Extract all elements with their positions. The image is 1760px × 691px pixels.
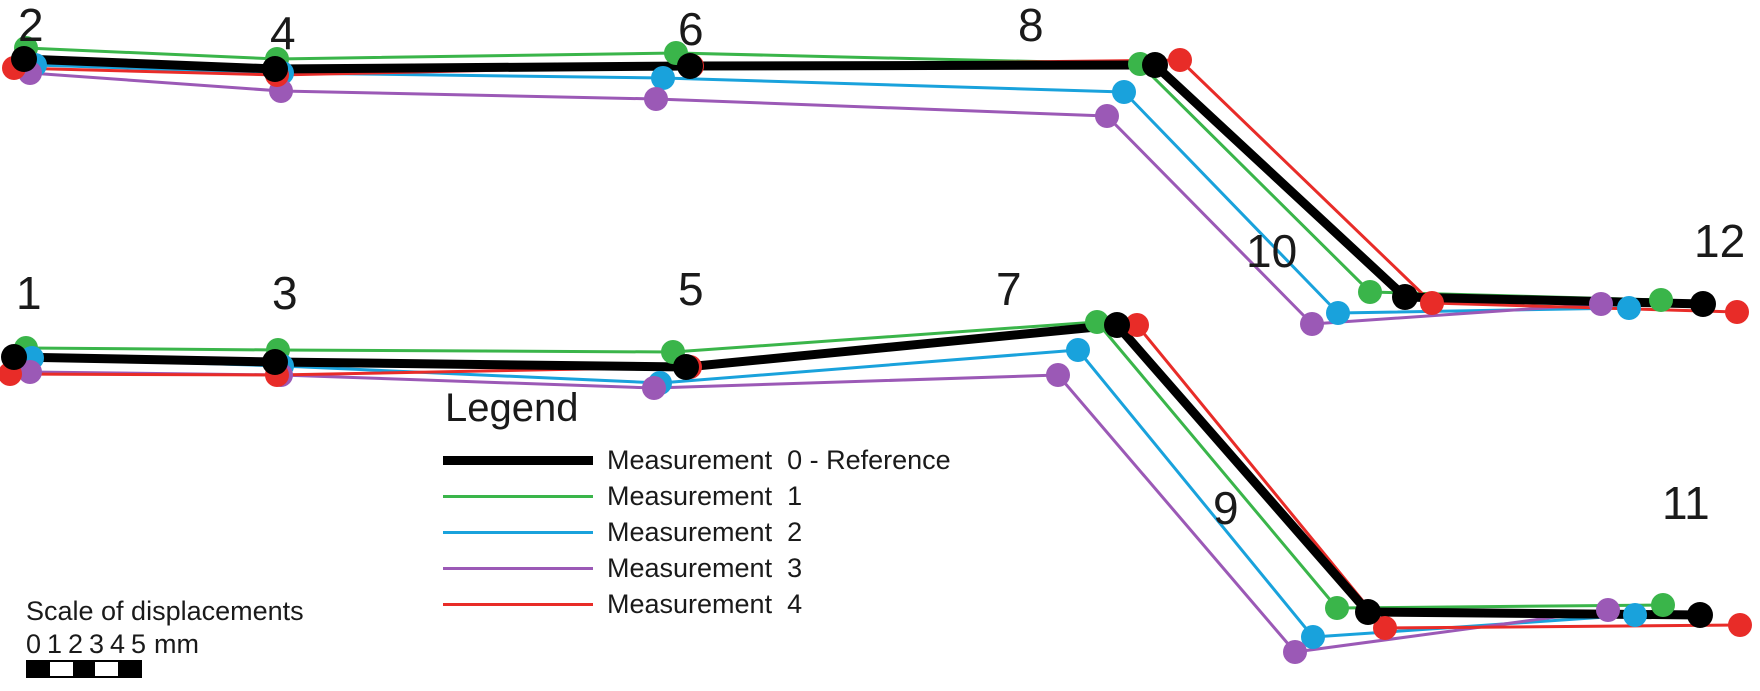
data-point-marker [1095,104,1119,128]
data-point-marker [1617,296,1641,320]
series-line [19,54,1708,309]
data-point-marker [1358,280,1382,304]
scale-bar-segment [72,662,96,676]
data-point-marker [1300,312,1324,336]
node-number-label: 9 [1213,482,1239,534]
data-point-marker [1283,640,1307,664]
data-point-marker [1373,616,1397,640]
data-point-marker [1420,291,1444,315]
legend-swatch-icon [443,455,593,465]
scale-bar-segment [95,662,118,676]
data-point-marker [1728,613,1752,637]
series-line [24,320,1665,610]
data-point-marker [1168,48,1192,72]
data-point-marker [1112,80,1136,104]
legend-entry-label: Measurement 0 - Reference [607,444,951,475]
legend-title: Legend [445,386,579,430]
scale-tick-label: 0 [26,629,42,659]
scale-tick-label: 2 [68,629,84,659]
data-point-marker [673,354,699,380]
legend-swatch-icon [443,494,593,498]
data-point-marker [1046,363,1070,387]
series-line [9,320,1705,620]
node-number-label: 8 [1018,0,1044,51]
legend-entry-label: Measurement 2 [607,516,803,547]
scale-caption: Scale of displacements [26,596,304,626]
data-point-marker [1623,603,1647,627]
node-number-label: 4 [270,7,296,59]
node-number-label: 11 [1662,477,1710,529]
legend-entry[interactable]: Measurement 2 [443,514,943,550]
data-point-marker [1649,288,1673,312]
legend-entry[interactable]: Measurement 4 [443,586,943,622]
data-point-marker [11,46,37,72]
scale-tick-label: 3 [89,629,105,659]
data-point-marker [1589,292,1613,316]
node-number-label: 3 [272,267,298,319]
data-point-marker [1125,313,1149,337]
legend-entry[interactable]: Measurement 3 [443,550,943,586]
data-point-marker [1392,284,1418,310]
node-number-label: 2 [18,0,44,51]
scale-bar [26,660,142,678]
data-point-marker [1085,310,1109,334]
legend-swatch-icon [443,602,593,606]
legend-swatch-icon [443,566,593,570]
data-point-marker [18,360,42,384]
data-point-marker [1301,625,1325,649]
data-point-marker [1687,602,1713,628]
data-point-marker [1,344,27,370]
data-point-marker [262,349,288,375]
legend-entry-label: Measurement 3 [607,552,803,583]
data-point-marker [1596,598,1620,622]
scale-tick-label: 1 [47,629,63,659]
legend-entry[interactable]: Measurement 1 [443,478,943,514]
node-number-label: 7 [996,263,1022,315]
series-layer [8,46,1742,654]
data-point-marker [1725,300,1749,324]
node-number-label: 6 [678,3,704,55]
scale-unit-label: mm [154,629,199,659]
data-point-marker [644,87,668,111]
data-point-marker [262,56,288,82]
legend-entry[interactable]: Measurement 0 - Reference [443,442,951,478]
data-point-marker [1142,52,1168,78]
data-point-marker [642,376,666,400]
legend-swatch-icon [443,530,593,534]
data-point-marker [677,53,703,79]
data-point-marker [1355,599,1381,625]
data-point-marker [651,66,675,90]
scale-bar-segment [50,662,73,676]
data-point-marker [1326,301,1350,325]
scale-tick-label: 5 [131,629,147,659]
series-line [28,71,1603,326]
marker-layer [0,36,1752,664]
data-point-marker [1690,291,1716,317]
data-point-marker [1325,596,1349,620]
data-point-marker [1104,312,1130,338]
data-point-marker [1066,338,1090,362]
legend-entry-label: Measurement 4 [607,588,803,619]
data-point-marker [1651,593,1675,617]
node-number-label: 10 [1246,225,1298,277]
node-number-label: 1 [16,267,42,319]
node-number-label: 12 [1694,215,1746,267]
scale-bar-segment [28,662,51,676]
node-number-label: 5 [678,263,704,315]
scale-tick-label: 4 [110,629,126,659]
legend-entry-label: Measurement 1 [607,480,803,511]
scale-bar-segment [117,662,141,676]
